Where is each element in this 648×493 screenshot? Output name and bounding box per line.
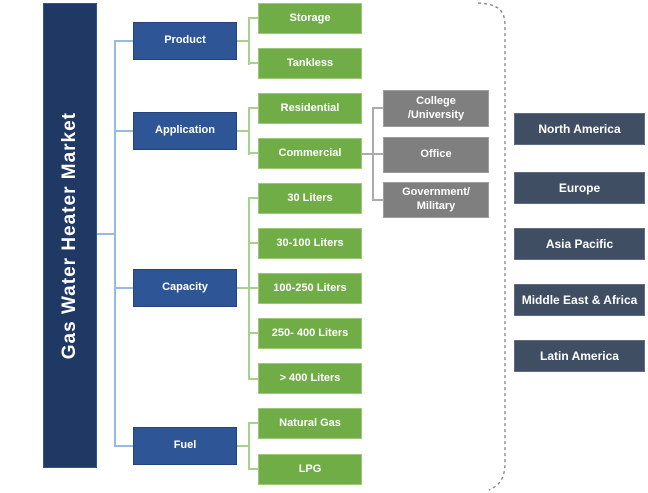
category-fuel: Fuel [133,427,237,465]
connector-stub-college [372,107,383,109]
connector-stub-storage [248,17,258,19]
root-node: Gas Water Heater Market [43,3,97,468]
segment-250-400-liters: 250- 400 Liters [258,318,362,349]
connector-fuel-bracket [237,445,248,447]
connector-stub-tankless [248,62,258,64]
segment-30-100-liters: 30-100 Liters [258,228,362,259]
segment-natural-gas: Natural Gas [258,408,362,439]
connector-root-trunk [97,233,114,235]
connector-stub-100-250l [248,287,258,289]
category-product: Product [133,22,237,60]
segment-residential: Residential [258,93,362,124]
root-label: Gas Water Heater Market [59,111,80,360]
connector-trunk [114,41,116,447]
subsegment-college-university: College /University [383,90,489,127]
connector-capacity-bracket [237,287,248,289]
region-middle-east-africa: Middle East & Africa [514,284,645,316]
segment-commercial: Commercial [258,138,362,169]
region-north-america: North America [514,113,645,145]
connector-stub-30-100l [248,242,258,244]
segment-30-liters: 30 Liters [258,183,362,214]
connector-capacity-vertical [248,198,250,380]
subsegment-office: Office [383,137,489,173]
connector-branch-capacity [114,287,133,289]
connector-product-bracket [237,40,248,42]
connector-stub-lpg [248,468,258,470]
connector-stub-government [372,199,383,201]
subsegment-government-military: Government/ Military [383,182,489,218]
category-capacity: Capacity [133,269,237,307]
connector-stub-400l [248,378,258,380]
connector-stub-residential [248,107,258,109]
connector-stub-250-400l [248,332,258,334]
connector-application-bracket [237,130,248,132]
connector-branch-application [114,130,133,132]
connector-branch-product [114,40,133,42]
connector-stub-naturalgas [248,422,258,424]
region-asia-pacific: Asia Pacific [514,228,645,260]
connector-branch-fuel [114,445,133,447]
region-latin-america: Latin America [514,340,645,372]
connector-stub-commercial [248,152,258,154]
connector-stub-30l [248,197,258,199]
category-application: Application [133,112,237,150]
segment-lpg: LPG [258,454,362,485]
connector-application-vertical [248,108,250,155]
region-europe: Europe [514,172,645,204]
segment-100-250-liters: 100-250 Liters [258,273,362,304]
segment-over-400-liters: > 400 Liters [258,363,362,394]
connector-product-vertical [248,18,250,65]
connector-commercial-vertical [372,108,374,201]
connector-fuel-vertical [248,423,250,470]
segment-storage: Storage [258,3,362,34]
segment-tankless: Tankless [258,48,362,79]
